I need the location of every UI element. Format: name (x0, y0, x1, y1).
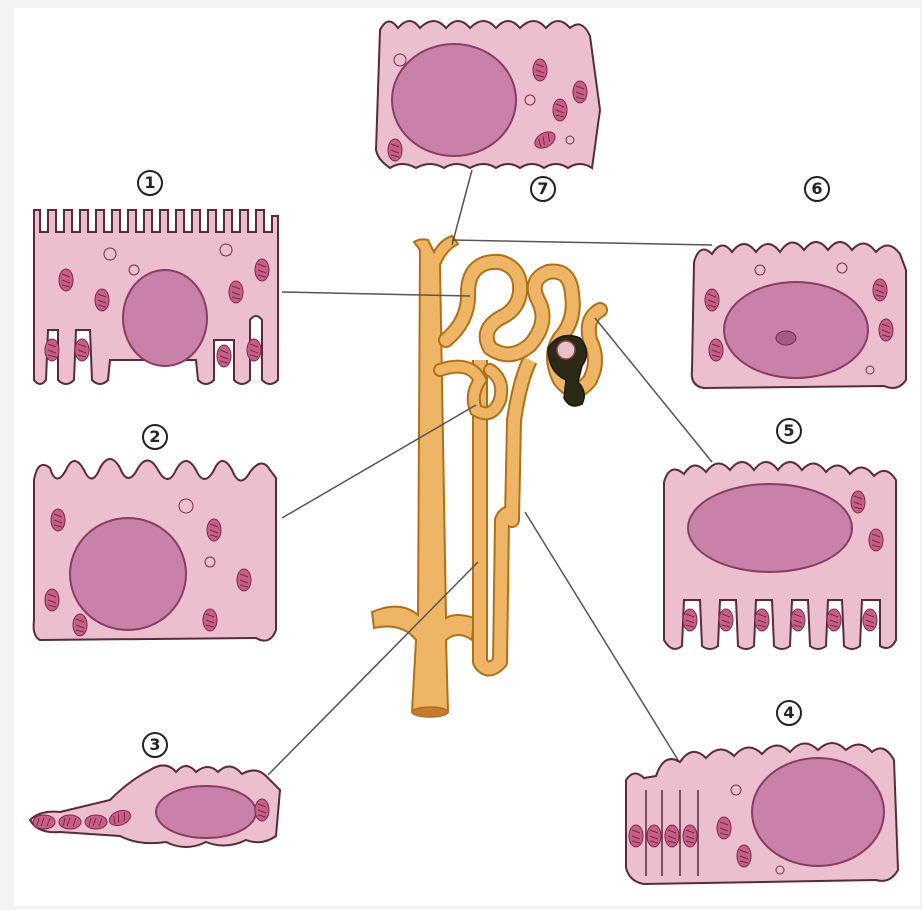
cell-7 (376, 21, 600, 168)
nucleus (688, 484, 852, 572)
cell-6 (692, 242, 906, 388)
cell-4 (626, 743, 898, 884)
label-7: 7 (530, 176, 556, 202)
nucleus (724, 282, 868, 378)
cell-5 (664, 462, 896, 649)
nucleus (70, 518, 186, 630)
leader-line-7 (452, 170, 472, 245)
nucleus (392, 44, 516, 156)
cell-1 (34, 210, 278, 384)
label-5: 5 (776, 418, 802, 444)
label-4: 4 (776, 700, 802, 726)
leader-line-1 (282, 292, 470, 296)
leader-line-6 (452, 240, 712, 245)
nucleus (156, 786, 256, 838)
nucleus (123, 270, 207, 366)
leader-line-2 (282, 405, 476, 518)
cell-3 (30, 765, 280, 847)
leader-line-4 (525, 512, 678, 760)
label-6: 6 (804, 176, 830, 202)
cell-2 (34, 459, 276, 641)
label-2: 2 (142, 424, 168, 450)
nephron-tubule (372, 236, 600, 717)
nucleus (752, 758, 884, 866)
label-3: 3 (142, 732, 168, 758)
label-1: 1 (137, 170, 163, 196)
